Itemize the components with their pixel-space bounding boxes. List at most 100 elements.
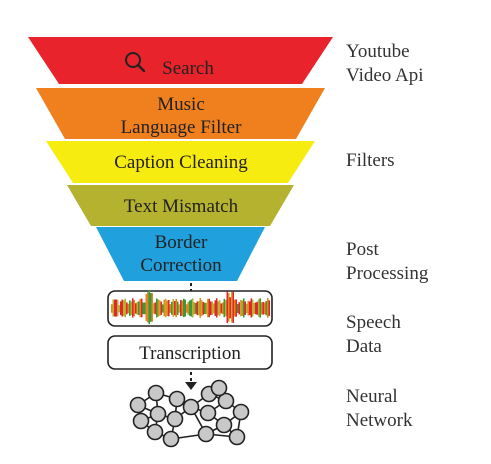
waveform-bar — [222, 302, 224, 315]
waveform-bar — [265, 301, 267, 316]
stage-music-label-line1: Music — [157, 94, 205, 115]
network-node — [215, 416, 233, 434]
waveform-bar — [180, 300, 182, 317]
stage-caption-shape — [46, 141, 315, 183]
label-neural-network: Neural Network — [346, 385, 412, 433]
stage-mismatch-label: Text Mismatch — [124, 196, 239, 217]
network-node — [146, 423, 164, 441]
label-post-processing: Post Processing — [346, 238, 428, 286]
network-node — [228, 428, 246, 446]
waveform-bar — [238, 302, 240, 315]
stage-border-shape — [96, 227, 265, 281]
neural-network-icon — [129, 379, 250, 448]
waveform-bar — [223, 298, 225, 318]
waveform-bar — [205, 302, 207, 315]
waveform-bar — [117, 299, 119, 317]
stage-caption-label: Caption Cleaning — [114, 152, 248, 173]
network-node — [166, 410, 184, 428]
network-node — [197, 425, 215, 443]
stage-mismatch-shape — [67, 185, 294, 226]
waveform-bar — [198, 301, 200, 316]
waveform-bar — [235, 299, 237, 317]
waveform-bar — [259, 298, 261, 318]
waveform-bar — [177, 301, 179, 315]
waveform-bar — [169, 304, 171, 313]
waveform-bar — [226, 291, 228, 324]
waveform-bar — [126, 302, 128, 315]
waveform-bar — [171, 301, 173, 315]
network-node — [199, 404, 217, 422]
waveform-bar — [258, 299, 260, 317]
label-youtube-line1: Youtube — [346, 41, 410, 62]
waveform-bar — [207, 298, 209, 318]
label-filters-line1: Filters — [346, 150, 395, 171]
waveform-bar — [160, 301, 162, 315]
stage-border-label-line1: Border — [155, 232, 208, 253]
waveform-bar — [196, 301, 198, 316]
waveform-bar — [264, 302, 266, 315]
waveform-bar — [253, 302, 255, 314]
label-speech-line2: Data — [346, 336, 382, 357]
waveform-bar — [127, 303, 129, 314]
waveform-bar — [138, 301, 140, 316]
waveform-bar — [156, 298, 158, 318]
waveform-bar — [261, 302, 263, 315]
waveform-bar — [249, 301, 251, 316]
waveform-bar — [130, 301, 132, 316]
waveform-bar — [124, 298, 126, 318]
network-node — [210, 379, 228, 397]
waveform-bar — [250, 298, 252, 318]
waveform-bar — [147, 292, 149, 323]
label-filters: Filters — [346, 149, 395, 173]
waveform-bar — [232, 291, 234, 323]
waveform-bar — [192, 298, 194, 318]
network-node — [132, 412, 150, 430]
waveform-bar — [190, 299, 192, 317]
waveform-bar — [202, 301, 204, 315]
network-node — [129, 396, 147, 414]
waveform-bar — [172, 299, 174, 317]
stage-border-label-line2: Correction — [140, 255, 222, 276]
speech-waveform — [107, 290, 273, 327]
waveform-bar — [234, 299, 236, 317]
down-arrow-icon — [185, 372, 197, 390]
waveform-bar — [184, 299, 186, 317]
waveform-bar — [237, 303, 239, 314]
network-node — [149, 405, 167, 423]
waveform-bar — [159, 300, 161, 316]
waveform-bar — [151, 293, 153, 322]
waveform-bar — [112, 299, 114, 317]
waveform-bar — [129, 300, 131, 316]
network-node — [232, 403, 250, 421]
waveform-bar — [216, 298, 218, 318]
waveform-bar — [150, 293, 152, 322]
waveform-bar — [268, 300, 270, 316]
network-node — [147, 384, 165, 402]
waveform-bar — [247, 300, 249, 316]
waveform-bar — [123, 300, 125, 317]
waveform-bar — [174, 300, 176, 316]
label-youtube-video-api: Youtube Video Api — [346, 40, 424, 88]
label-post-line2: Processing — [346, 263, 429, 284]
waveform-bar — [228, 293, 230, 322]
waveform-bar — [240, 299, 242, 317]
waveform-bar — [115, 299, 117, 317]
label-neural-line2: Network — [346, 410, 413, 431]
waveform-bar — [157, 299, 159, 317]
label-youtube-line2: Video Api — [346, 65, 424, 86]
stage-search-label: Search — [162, 58, 214, 79]
waveform-bar — [132, 298, 134, 318]
waveform-bar — [267, 298, 269, 318]
waveform-bar — [165, 298, 167, 318]
search-icon — [125, 52, 146, 73]
waveform-bar — [136, 301, 138, 315]
waveform-bar — [168, 299, 170, 317]
waveform-bar — [262, 301, 264, 315]
waveform-bar — [219, 300, 221, 317]
waveform-bar — [229, 297, 231, 319]
waveform-bar — [211, 301, 213, 315]
waveform-bar — [186, 304, 188, 313]
network-node — [168, 390, 186, 408]
waveform-bar — [220, 303, 222, 314]
